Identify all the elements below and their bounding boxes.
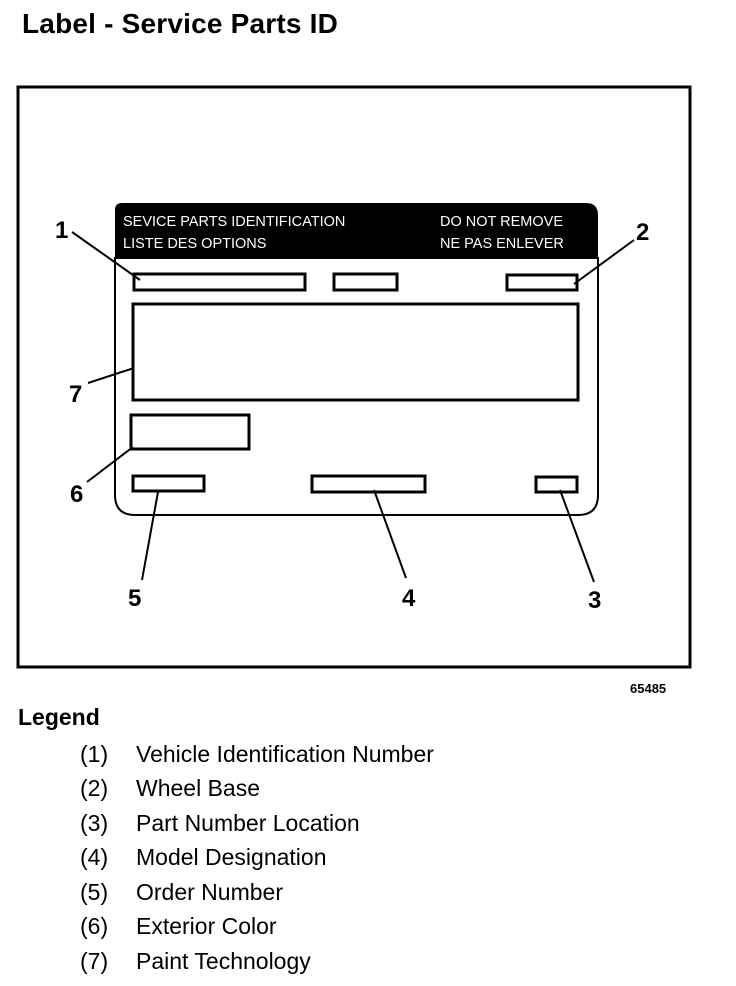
- legend-item-number: (3): [80, 809, 109, 836]
- leader-line-5: [141, 491, 159, 581]
- legend-item-number: (7): [80, 947, 109, 974]
- legend-item-text: Wheel Base: [136, 775, 261, 802]
- legend-item-number: (2): [80, 775, 109, 802]
- legend-item-number: (4): [80, 844, 109, 871]
- legend-title: Legend: [18, 704, 100, 730]
- legend-item-number: (5): [80, 878, 109, 905]
- legend-item-text: Model Designation: [136, 844, 327, 871]
- legend-item-text: Paint Technology: [136, 947, 311, 974]
- legend-item: (2) Wheel Base: [80, 772, 640, 807]
- legend-item-text: Order Number: [136, 878, 283, 905]
- leader-line-7: [87, 367, 135, 384]
- leader-line-3: [559, 489, 595, 583]
- callout-4: 4: [402, 585, 416, 612]
- legend-item-number: (6): [80, 913, 109, 940]
- figure-id: 65485: [630, 681, 667, 696]
- part-number-location-field: [534, 475, 579, 494]
- header-right-1: DO NOT REMOVE: [440, 214, 563, 230]
- legend-item-number: (1): [80, 740, 109, 767]
- callout-5: 5: [128, 585, 141, 612]
- leader-line-2: [573, 239, 635, 285]
- service-parts-label-diagram: SEVICE PARTS IDENTIFICATION LISTE DES OP…: [16, 85, 692, 669]
- leader-line-1: [71, 231, 141, 281]
- callout-3: 3: [588, 587, 601, 614]
- legend-item: (6) Exterior Color: [80, 910, 640, 945]
- label-header-band: [115, 203, 598, 258]
- model-designation-field: [310, 474, 427, 494]
- page-title: Label - Service Parts ID: [22, 8, 339, 39]
- figure-frame: [16, 85, 692, 669]
- legend-item-text: Part Number Location: [136, 809, 360, 836]
- callout-6: 6: [70, 481, 83, 508]
- leader-line-4: [373, 489, 407, 579]
- vin-field: [132, 272, 307, 292]
- callout-7: 7: [69, 381, 82, 408]
- header-line-1: SEVICE PARTS IDENTIFICATION: [123, 214, 345, 230]
- legend-item-text: Exterior Color: [136, 913, 277, 940]
- header-right-2: NE PAS ENLEVER: [440, 236, 564, 252]
- legend-item: (4) Model Designation: [80, 841, 640, 876]
- legend-item: (7) Paint Technology: [80, 944, 640, 979]
- callout-1: 1: [55, 217, 68, 244]
- wheel-base-field: [505, 273, 579, 292]
- callout-2: 2: [636, 219, 649, 246]
- legend-item: (5) Order Number: [80, 875, 640, 910]
- order-number-field: [131, 474, 206, 493]
- legend-item: (3) Part Number Location: [80, 806, 640, 841]
- exterior-color-field: [129, 413, 251, 451]
- paint-technology-field: [131, 302, 580, 402]
- leader-line-6: [86, 446, 134, 483]
- middle-top-field: [332, 272, 399, 292]
- legend-item: (1) Vehicle Identification Number: [80, 737, 640, 772]
- legend-list: (1) Vehicle Identification Number (2) Wh…: [80, 737, 640, 979]
- legend-item-text: Vehicle Identification Number: [136, 740, 434, 767]
- header-line-2: LISTE DES OPTIONS: [123, 236, 266, 252]
